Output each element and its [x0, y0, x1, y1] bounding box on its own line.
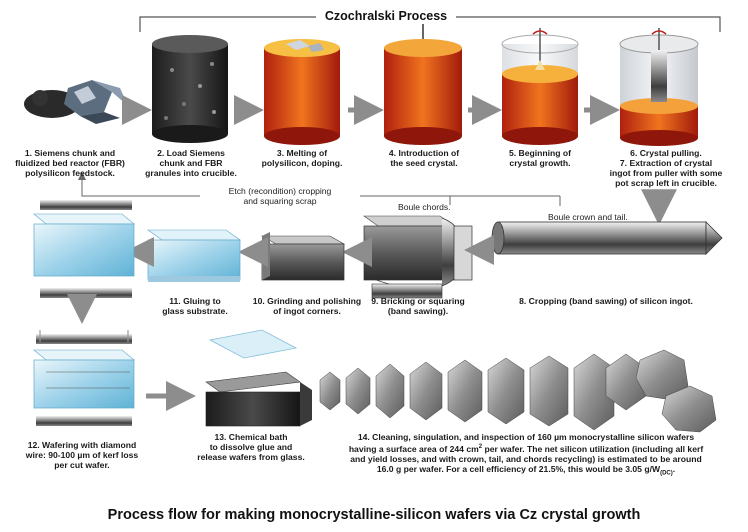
step-3-line-1: 3. Melting of: [276, 148, 328, 158]
step-6-line-1: 6. Crystal pulling.: [630, 148, 702, 158]
step-12-line-1: 12. Wafering with diamond: [27, 440, 137, 450]
step-10-line-1: 10. Grinding and polishing: [252, 296, 362, 306]
step-1-label: 1. Siemens chunk and fluidized bed react…: [10, 148, 130, 178]
crucible-growth: [501, 28, 579, 145]
step-13-line-3: release wafers from glass.: [197, 452, 305, 462]
step-11-line-1: 11. Gluing to: [169, 296, 221, 306]
step-3-label: 3. Melting of polysilicon, doping.: [254, 148, 350, 168]
brick-glued: [147, 229, 268, 282]
step-3-line-2: polysilicon, doping.: [261, 158, 343, 168]
feedstock-chunks: [24, 80, 128, 124]
step-14-line-4: 16.0 g per wafer. For a cell efficiency …: [376, 463, 676, 477]
step-13-line-1: 13. Chemical bath: [214, 432, 288, 442]
step-8-label: 8. Cropping (band sawing) of silicon ing…: [519, 296, 693, 306]
step-5-line-2: crystal growth.: [509, 158, 571, 168]
step-7-line-1: 7. Extraction of crystal: [619, 158, 713, 168]
step-14-line-2: having a surface area of 244 cm2 per waf…: [348, 443, 704, 454]
step-12-label: 12. Wafering with diamond wire: 90-100 µ…: [14, 440, 150, 470]
step-1-line-3: polysilicon feedstock.: [25, 168, 115, 178]
step-7-line-2: ingot from puller with some: [609, 168, 723, 178]
wafering-block-top: [33, 200, 154, 298]
crucible-seed: [384, 24, 462, 145]
step-9-label: 9. Bricking or squaring (band sawing).: [368, 296, 468, 316]
ingot-bricking: [363, 215, 494, 299]
step-10-line-2: of ingot corners.: [273, 306, 341, 316]
ingot-cropping: [491, 221, 723, 255]
etch-annotation: Etch (recondition) cropping and squaring…: [200, 186, 360, 206]
boule-crown-annotation: Boule crown and tail.: [548, 212, 628, 222]
etch-recycle-line: [81, 178, 560, 197]
step-6-7-label: 6. Crystal pulling. 7. Extraction of cry…: [596, 148, 736, 188]
wafering-saw: [33, 330, 135, 426]
figure-caption: Process flow for making monocrystalline-…: [107, 507, 641, 523]
step-13-label: 13. Chemical bath to dissolve glue and r…: [186, 432, 316, 462]
step-9-line-2: (band sawing).: [387, 306, 449, 316]
step-9-line-1: 9. Bricking or squaring: [371, 296, 465, 306]
step-5-label: 5. Beginning of crystal growth.: [494, 148, 586, 168]
step-5-line-1: 5. Beginning of: [508, 148, 572, 158]
step-4-line-2: the seed crystal.: [390, 158, 458, 168]
singulated-wafers: [319, 349, 717, 433]
process-title: Czochralski Process: [316, 9, 456, 23]
step-2-label: 2. Load Siemens chunk and FBR granules i…: [138, 148, 244, 178]
step-7-line-3: pot scrap left in crucible.: [615, 178, 717, 188]
etch-arrowhead: [78, 172, 86, 180]
step-11-line-2: glass substrate.: [162, 306, 228, 316]
step-4-label: 4. Introduction of the seed crystal.: [378, 148, 470, 168]
crucible-melting: [264, 39, 340, 145]
step-11-label: 11. Gluing to glass substrate.: [150, 296, 240, 316]
step-2-line-2: chunk and FBR: [159, 158, 223, 168]
etch-line-1: Etch (recondition) cropping: [228, 186, 332, 196]
step-2-line-3: granules into crucible.: [145, 168, 237, 178]
step-10-label: 10. Grinding and polishing of ingot corn…: [250, 296, 364, 316]
step-4-line-1: 4. Introduction of: [388, 148, 460, 158]
step-14-line-3: and yield losses, and with crown, tail, …: [350, 453, 702, 464]
crucible-pulling: [619, 28, 699, 146]
etch-line-2: and squaring scrap: [243, 196, 317, 206]
step-2-line-1: 2. Load Siemens: [157, 148, 225, 158]
crucible-loaded: [152, 35, 228, 143]
step-14-label: 14. Cleaning, singulation, and inspectio…: [326, 432, 726, 479]
brick-grinding: [260, 232, 372, 281]
boule-chords-annotation: Boule chords.: [398, 202, 451, 212]
step-14-line-1: 14. Cleaning, singulation, and inspectio…: [357, 432, 695, 442]
step-1-line-1: 1. Siemens chunk and: [24, 148, 116, 158]
step-13-line-2: to dissolve glue and: [209, 442, 293, 452]
chemical-bath-wafers: [205, 329, 312, 427]
step-1-line-2: fluidized bed reactor (FBR): [15, 158, 125, 168]
step-12-line-2: wire: 90-100 µm of kerf loss: [25, 450, 139, 460]
step-12-line-3: per cut wafer.: [54, 460, 110, 470]
